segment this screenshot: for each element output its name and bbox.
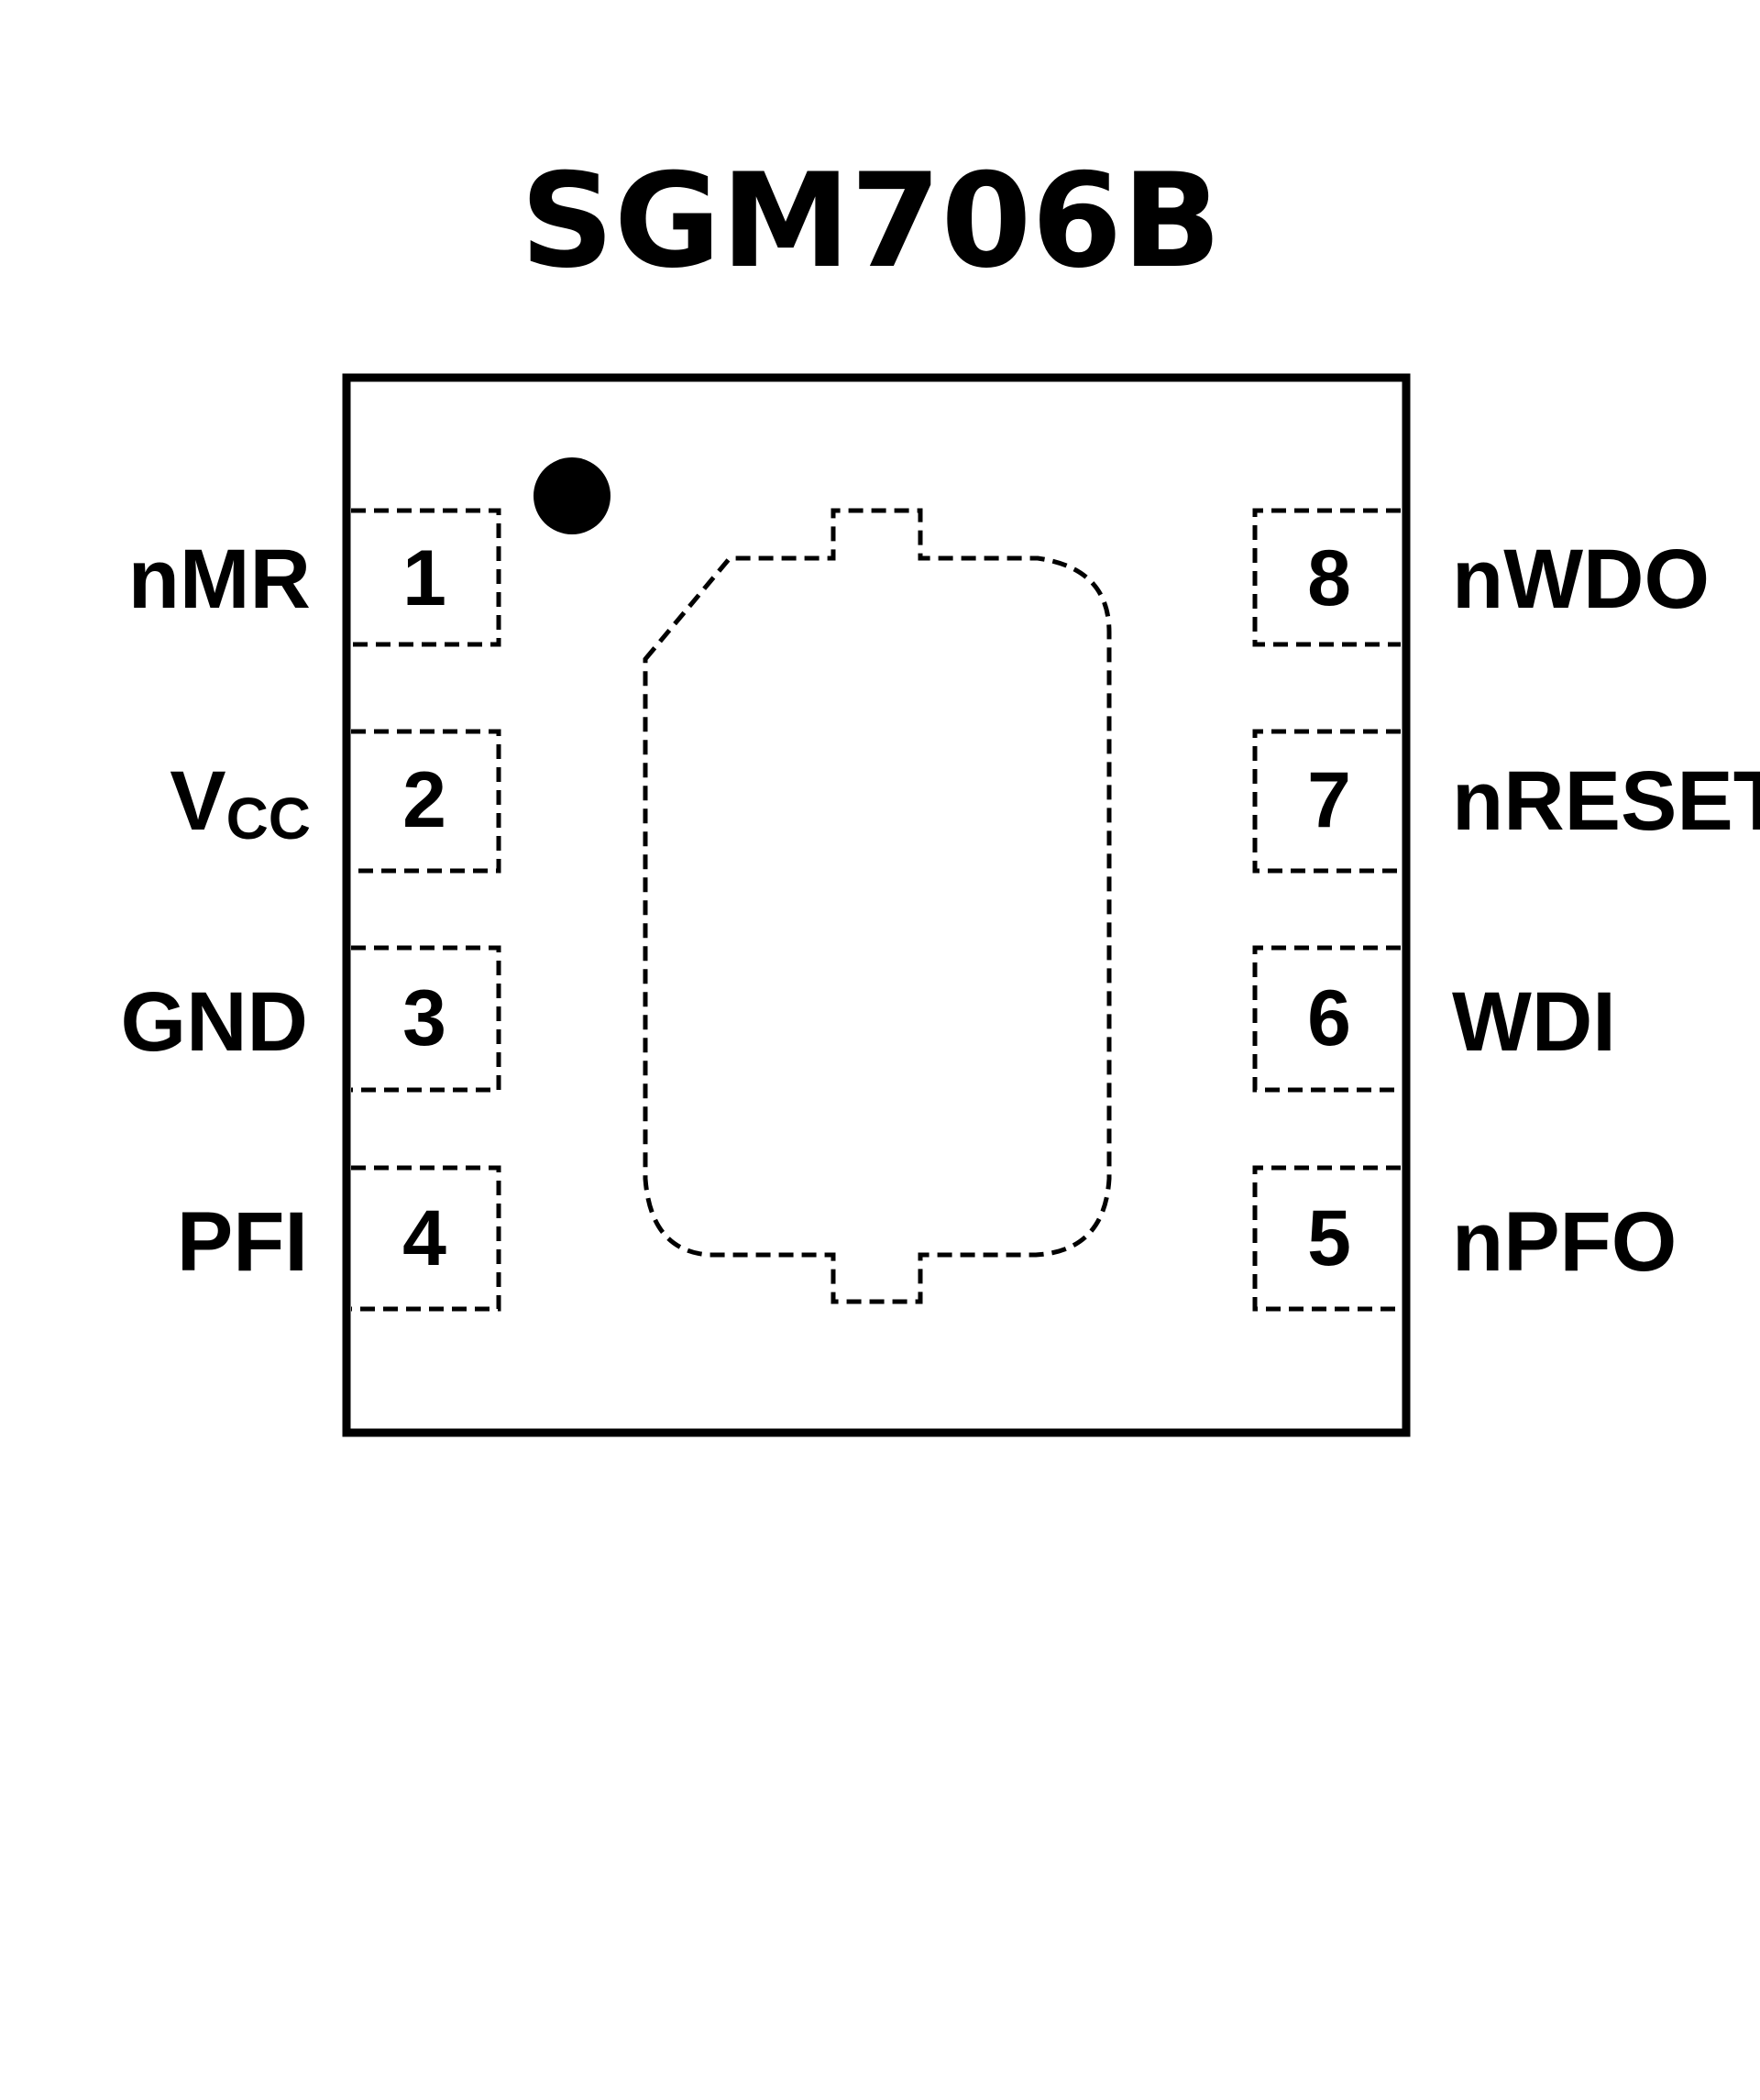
pin-name: WDI [1452,975,1616,1069]
pin-number: 2 [402,756,446,844]
pin-number: 8 [1307,534,1351,622]
pin-name: nRESET [1452,754,1760,848]
chip-title: SGM706B [521,146,1222,297]
pin-number: 6 [1307,974,1351,1062]
pin-number: 5 [1307,1194,1351,1282]
pin-7: 7 nRESET [1252,729,1760,874]
pin-3: 3 GND [121,945,501,1093]
pin-name: nPFO [1452,1195,1677,1289]
pin-6: 6 WDI [1252,945,1616,1093]
pin-name: nWDO [1452,533,1710,626]
pin-number: 3 [402,974,446,1062]
pin-name: PFI [177,1195,308,1289]
pin-number: 4 [402,1194,446,1282]
pin-name: VCC [170,754,311,852]
pin-number: 1 [402,534,446,622]
pin-number: 7 [1307,756,1351,844]
pin1-indicator-dot [534,457,610,534]
pin-1: 1 nMR [128,508,501,647]
pin-name: nMR [128,533,311,626]
pin-4: 4 PFI [177,1165,501,1312]
package-outline [342,373,1411,1437]
pin-5: 5 nPFO [1252,1165,1677,1312]
exposed-pad [643,508,1112,1304]
pin-2: 2 VCC [170,729,501,874]
pin-8: 8 nWDO [1252,508,1710,647]
pin-name: GND [121,975,308,1069]
